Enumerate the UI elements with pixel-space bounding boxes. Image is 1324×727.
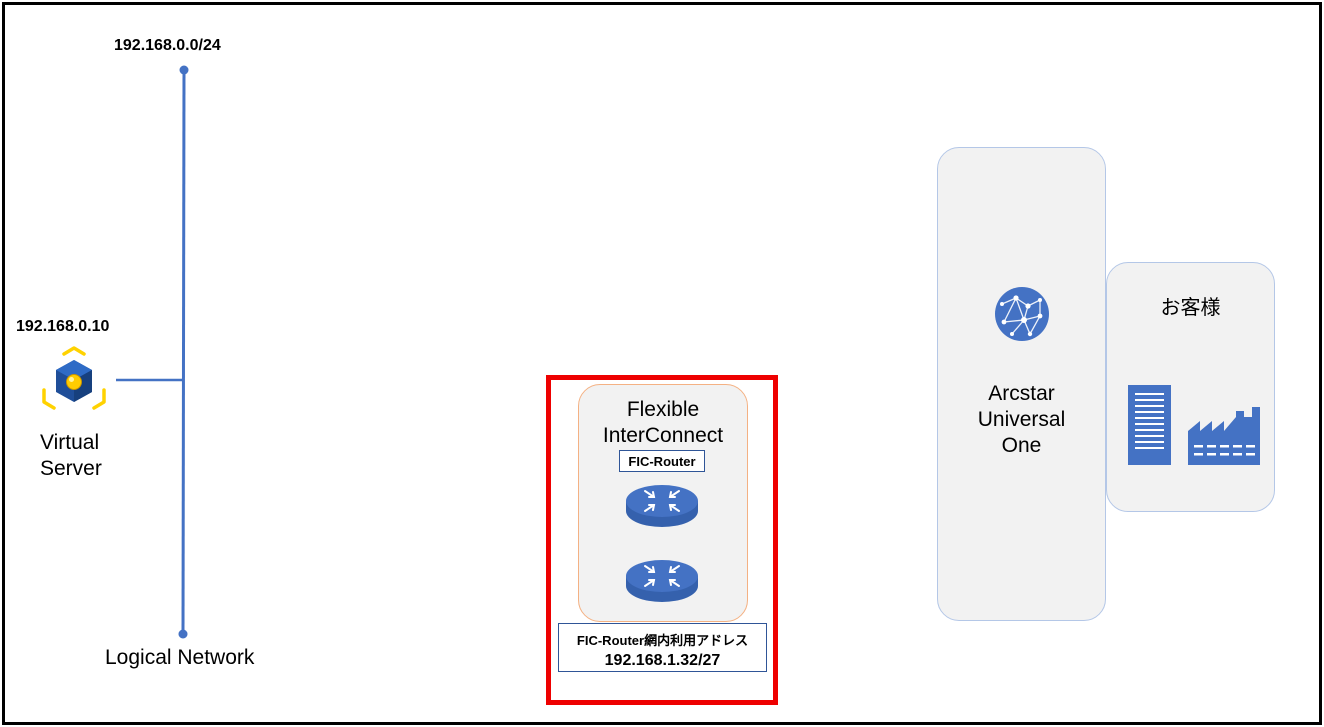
fic-address-label: FIC-Router網内利用アドレス: [576, 633, 749, 648]
fic-router-label: FIC-Router: [619, 450, 705, 472]
arcstar-title: Arcstar Universal One: [937, 381, 1106, 459]
router-icon[interactable]: [625, 556, 699, 608]
fic-title-line1: Flexible: [626, 398, 700, 421]
network-subnet-label: 192.168.0.0/24: [114, 37, 221, 54]
fic-highlight-box[interactable]: [546, 375, 778, 705]
fic-title: Flexible InterConnect: [578, 397, 748, 449]
office-building-icon: [1128, 385, 1171, 465]
fic-address-box: FIC-Router網内利用アドレス 192.168.1.32/27: [558, 623, 767, 672]
fic-address-value: 192.168.1.32/27: [604, 652, 721, 669]
network-bottom-endpoint: [178, 629, 188, 639]
arcstar-title-line2: Universal: [977, 408, 1066, 431]
router-icon[interactable]: [625, 481, 699, 533]
logical-network-line: [181, 69, 186, 635]
virtual-server-label: Virtual Server: [40, 430, 102, 482]
arcstar-title-line3: One: [1001, 434, 1042, 457]
fic-title-line2: InterConnect: [602, 424, 724, 447]
virtual-server-label-line1: Virtual: [40, 431, 100, 454]
factory-icon: [1188, 407, 1260, 465]
virtual-server-label-line2: Server: [40, 457, 102, 480]
network-top-endpoint: [179, 65, 189, 75]
arcstar-title-line1: Arcstar: [988, 382, 1055, 405]
arcstar-container[interactable]: [937, 147, 1106, 621]
logical-network-label: Logical Network: [105, 646, 255, 669]
customer-title: お客様: [1160, 297, 1221, 319]
virtual-server-icon[interactable]: [40, 344, 108, 416]
globe-network-icon: [995, 287, 1049, 341]
server-ip-label: 192.168.0.10: [16, 318, 110, 335]
